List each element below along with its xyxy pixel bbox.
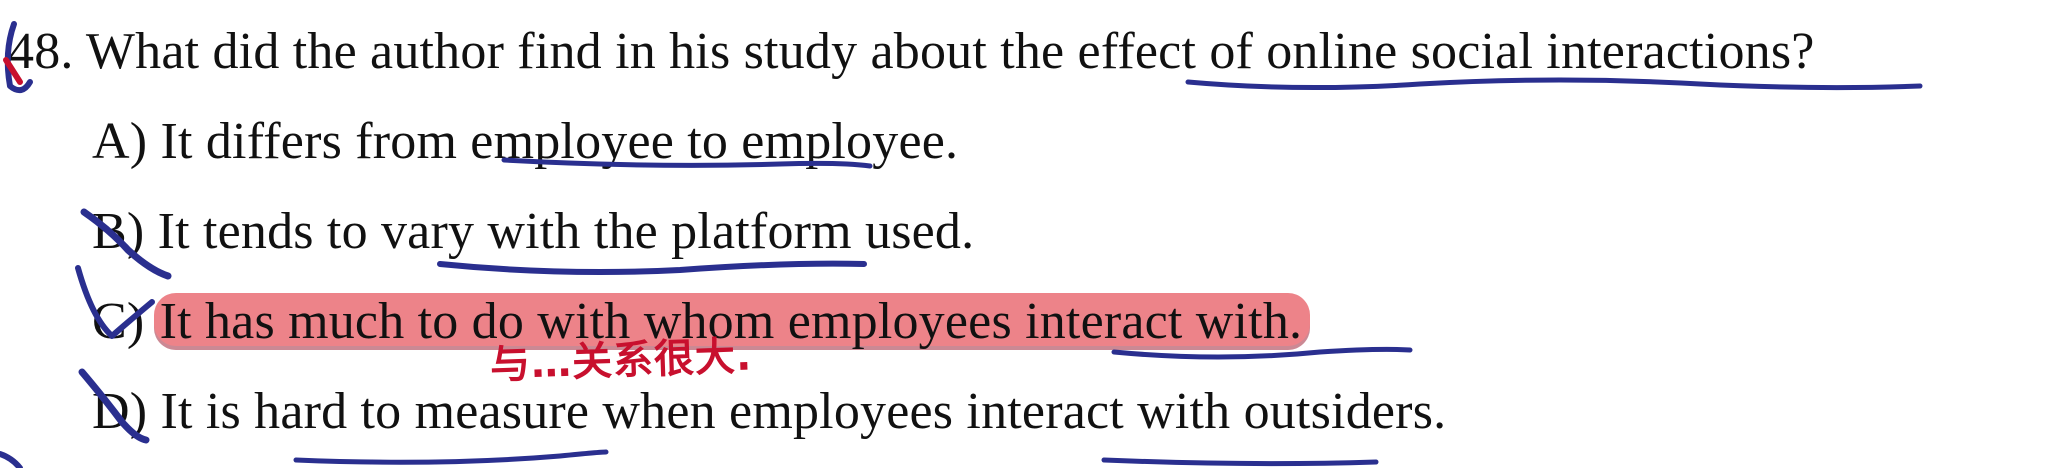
option-b-letter: B) xyxy=(92,203,145,260)
option-d-letter: D) xyxy=(92,383,148,440)
option-b-underline xyxy=(437,260,867,275)
option-b: B) It tends to vary with the platform us… xyxy=(92,202,974,262)
handwritten-note: 与…关系很大. xyxy=(489,333,753,389)
question-number: 48. xyxy=(8,23,74,80)
option-d: D) It is hard to measure when employees … xyxy=(92,382,1446,442)
bottom-left-ink-mark xyxy=(0,451,23,468)
option-c: C) It has much to do with whom employees… xyxy=(92,292,1311,352)
option-c-text: It has much to do with whom employees in… xyxy=(159,293,1303,350)
option-c-letter: C) xyxy=(92,293,145,350)
option-d-underline-2 xyxy=(1101,457,1379,467)
question-line: 48. What did the author find in his stud… xyxy=(8,22,1815,82)
option-c-highlight: It has much to do with whom employees in… xyxy=(153,293,1311,350)
option-b-text: It tends to vary with the platform used. xyxy=(157,203,975,260)
option-a-text: It differs from employee to employee. xyxy=(160,113,959,170)
option-d-underline-1 xyxy=(293,449,609,465)
question-text: What did the author find in his study ab… xyxy=(85,23,1815,80)
option-a-letter: A) xyxy=(92,113,148,170)
option-a: A) It differs from employee to employee. xyxy=(92,112,958,172)
option-d-text: It is hard to measure when employees int… xyxy=(160,383,1447,440)
